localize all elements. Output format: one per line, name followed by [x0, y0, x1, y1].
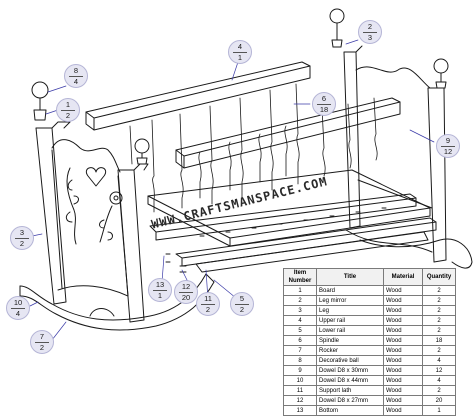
bottom-board	[147, 169, 431, 247]
right-end-board	[329, 8, 473, 269]
table-header-row: Item Number Title Material Quantity	[283, 268, 456, 286]
left-end-board	[31, 81, 150, 323]
middle-rail	[175, 97, 401, 169]
spindles	[129, 83, 378, 213]
column-header-material: Material	[383, 268, 423, 286]
upper-rail	[85, 61, 311, 131]
column-header-quantity: Quantity	[422, 268, 456, 286]
cradle-exploded-drawing	[19, 8, 473, 341]
lower-rails	[149, 193, 437, 273]
column-header-title: Title	[316, 268, 384, 286]
column-header-item-number: Item Number	[283, 268, 317, 286]
